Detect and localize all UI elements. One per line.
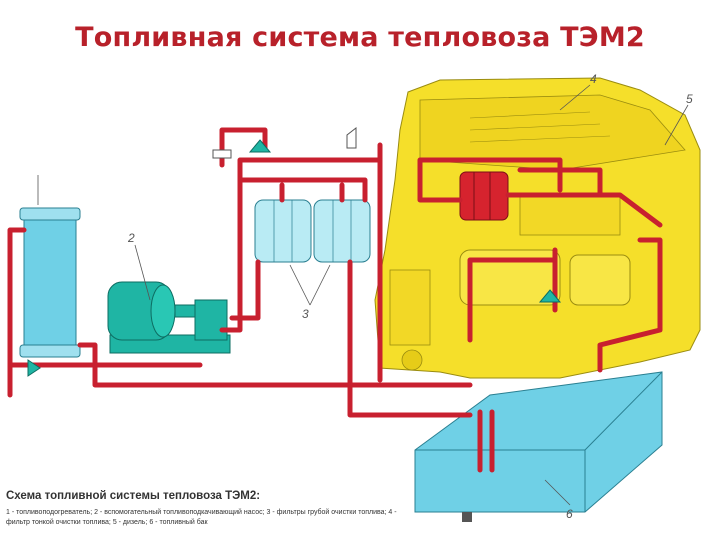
label-3: 3 [302,307,309,321]
diagram-caption: Схема топливной системы тепловоза ТЭМ2: … [6,490,401,528]
funnel [212,149,232,159]
fuel-tank [414,371,663,522]
valves [27,139,562,377]
label-4: 4 [590,72,597,86]
label-5: 5 [686,92,693,106]
fuel-pipes [7,127,663,473]
page-title: Топливная система тепловоза ТЭМ2 [75,22,645,53]
leader-lines [37,84,689,506]
caption-heading: Схема топливной системы тепловоза ТЭМ2: [6,490,261,502]
caption-text: 1 - топливоподогреватель; 2 - вспомогате… [6,509,397,526]
fuel-preheater [19,207,81,358]
label-6: 6 [566,507,573,521]
fine-filter [459,171,509,221]
pressure-gauge [346,126,357,149]
auxiliary-pump [107,281,231,354]
label-2: 2 [127,231,135,245]
coarse-filters [254,199,371,263]
